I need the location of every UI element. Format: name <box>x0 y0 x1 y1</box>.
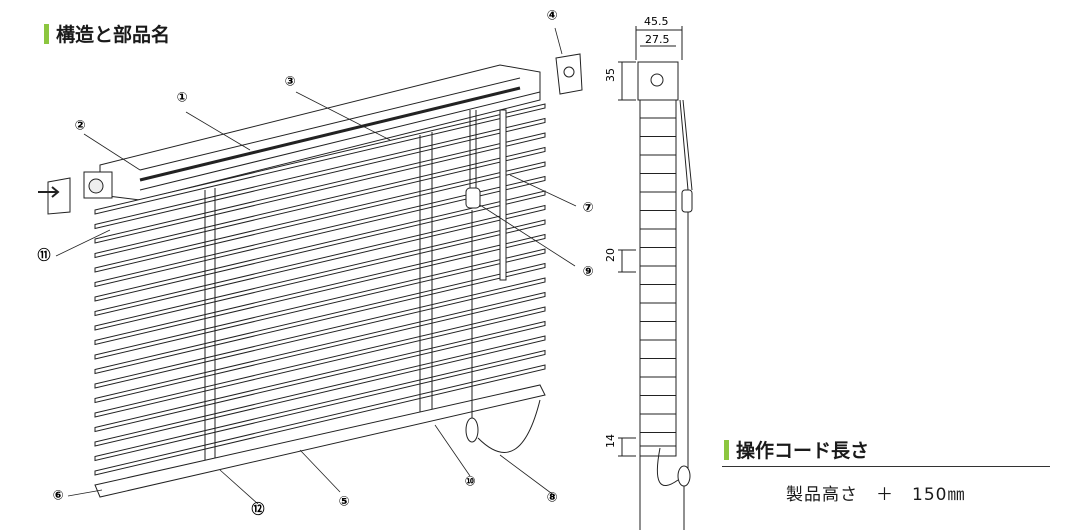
dim-rail-depth: 27.5 <box>645 33 670 46</box>
callout-labels: ① ② ③ ④ ⑤ ⑥ ⑦ ⑧ ⑨ ⑩ ⑪ ⑫ <box>37 9 593 518</box>
slat <box>94 204 546 317</box>
slat <box>94 277 546 389</box>
side-slat-stack <box>639 99 677 447</box>
side-head-rail <box>637 61 679 101</box>
slat <box>94 291 546 404</box>
dim-bottom-line <box>618 437 636 457</box>
cord-length-formula: 製品高さ ＋ 150㎜ <box>786 485 966 505</box>
cord-length-heading: 操作コード長さ <box>724 436 869 463</box>
side-bottom-rail <box>639 445 677 457</box>
accent-bar <box>44 23 49 44</box>
head-rail-groove <box>139 86 521 182</box>
tilt-gear-icon <box>88 178 104 194</box>
slat <box>94 233 546 346</box>
blind-perspective-drawing <box>38 27 583 505</box>
callout-12: ⑫ <box>251 502 264 518</box>
callout-2: ② <box>74 119 85 134</box>
dim-height-line <box>618 61 636 101</box>
structure-title: 構造と部品名 <box>56 24 171 46</box>
dim-overall-depth: 45.5 <box>644 15 669 28</box>
ladder-cord-left <box>204 188 216 470</box>
side-cord-loop <box>656 447 679 486</box>
bottom-rail <box>94 384 546 498</box>
tilt-wand <box>499 109 507 281</box>
slat <box>94 262 546 375</box>
cord-loop <box>477 399 541 453</box>
cord-pull <box>465 417 479 443</box>
side-equalizer <box>681 189 693 213</box>
head-rail-edge <box>139 77 521 171</box>
slat <box>94 103 546 215</box>
callout-8: ⑧ <box>546 491 557 506</box>
callout-3: ③ <box>284 75 295 90</box>
dim-bottom-rail-height: 14 <box>604 434 617 448</box>
section-divider <box>722 466 1050 467</box>
leader-lines <box>55 27 577 505</box>
callout-5: ⑤ <box>338 495 349 510</box>
callout-10: ⑩ <box>464 475 475 490</box>
cord-length-title: 操作コード長さ <box>736 440 870 462</box>
side-ground-line <box>639 456 685 530</box>
callout-6: ⑥ <box>52 489 63 504</box>
lift-cord <box>469 110 477 420</box>
side-cord-pull <box>677 465 691 487</box>
mounting-bracket <box>555 53 583 95</box>
side-slats <box>640 117 676 433</box>
dim-overall-line <box>635 26 683 60</box>
ladder-cord-right <box>419 132 433 420</box>
callout-9: ⑨ <box>582 265 593 280</box>
slat <box>94 320 546 433</box>
accent-bar <box>724 439 729 460</box>
side-cord <box>679 99 693 470</box>
arrow-icon <box>38 186 60 198</box>
structure-heading: 構造と部品名 <box>44 20 170 47</box>
bracket-cap <box>47 177 71 215</box>
dim-slat-pitch: 20 <box>604 248 617 262</box>
callout-7: ⑦ <box>582 201 593 216</box>
cord-equalizer <box>465 187 481 209</box>
callout-4: ④ <box>546 9 557 24</box>
callout-11: ⑪ <box>37 248 50 264</box>
dim-pitch-line <box>618 249 636 273</box>
head-rail-inner <box>139 91 541 191</box>
side-gear-icon <box>650 73 664 87</box>
slat <box>94 248 546 360</box>
dim-rail-height: 35 <box>604 68 617 82</box>
slat <box>94 364 546 476</box>
slat <box>94 219 546 331</box>
side-view-drawing <box>618 26 693 530</box>
bracket-hole-icon <box>563 66 575 78</box>
callout-1: ① <box>176 91 187 106</box>
